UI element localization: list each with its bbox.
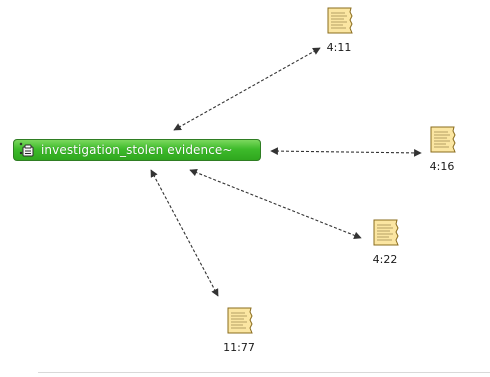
link-doc-422 — [189, 168, 362, 240]
bottom-divider — [38, 372, 490, 373]
center-node[interactable]: investigation_stolen evidence~ — [13, 139, 261, 161]
link-doc-1177 — [150, 169, 219, 297]
doc-label: 4:11 — [326, 41, 352, 54]
doc-node-4-11[interactable]: 4:11 — [309, 6, 369, 54]
document-icon — [327, 7, 353, 34]
doc-label: 4:16 — [429, 160, 455, 173]
center-node-label: investigation_stolen evidence~ — [41, 143, 233, 157]
link-doc-416 — [270, 147, 422, 157]
doc-label: 4:22 — [372, 253, 398, 266]
doc-node-11-77[interactable]: 11:77 — [209, 306, 269, 354]
document-icon — [373, 219, 399, 246]
document-icon — [227, 307, 253, 334]
doc-node-4-22[interactable]: 4:22 — [355, 218, 415, 266]
document-icon — [430, 126, 456, 153]
case-file-icon — [19, 142, 34, 157]
link-doc-411 — [173, 47, 321, 131]
doc-label: 11:77 — [223, 341, 255, 354]
doc-node-4-16[interactable]: 4:16 — [412, 125, 472, 173]
